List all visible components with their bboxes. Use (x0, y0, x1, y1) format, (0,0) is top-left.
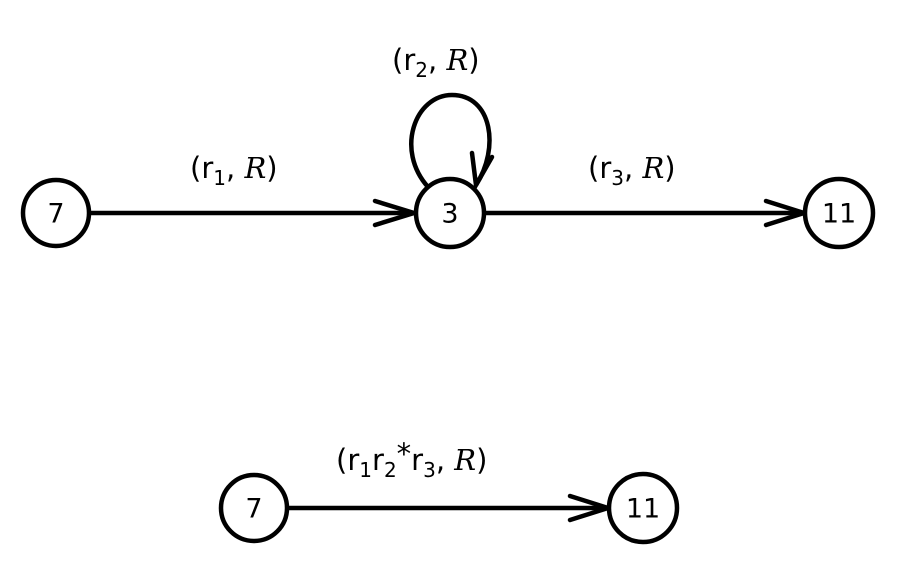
node-label: 11 (822, 199, 856, 230)
state-node-7: 7 (20, 177, 92, 249)
arrowhead (469, 150, 495, 192)
edge-label-r1: (r1, R) (190, 151, 278, 190)
self-loop-3 (409, 92, 495, 192)
edge-7-to-3 (89, 198, 422, 228)
edge-label-r1-r2star-r3: (r1r2*r3, R) (336, 437, 487, 482)
state-node-3: 3 (413, 176, 487, 250)
edge-3-to-11 (486, 198, 812, 228)
edge-7-to-11-reduced (288, 493, 616, 523)
node-label: 3 (441, 199, 458, 230)
edge-label-r2: (r2, R) (392, 43, 480, 82)
node-label: 7 (245, 494, 262, 525)
state-node-11: 11 (802, 176, 876, 250)
state-node-11-reduced: 11 (606, 471, 680, 545)
edge-label-r3: (r3, R) (588, 151, 676, 190)
node-label: 7 (47, 199, 64, 230)
node-label: 11 (626, 494, 660, 525)
state-node-7-reduced: 7 (218, 472, 290, 544)
